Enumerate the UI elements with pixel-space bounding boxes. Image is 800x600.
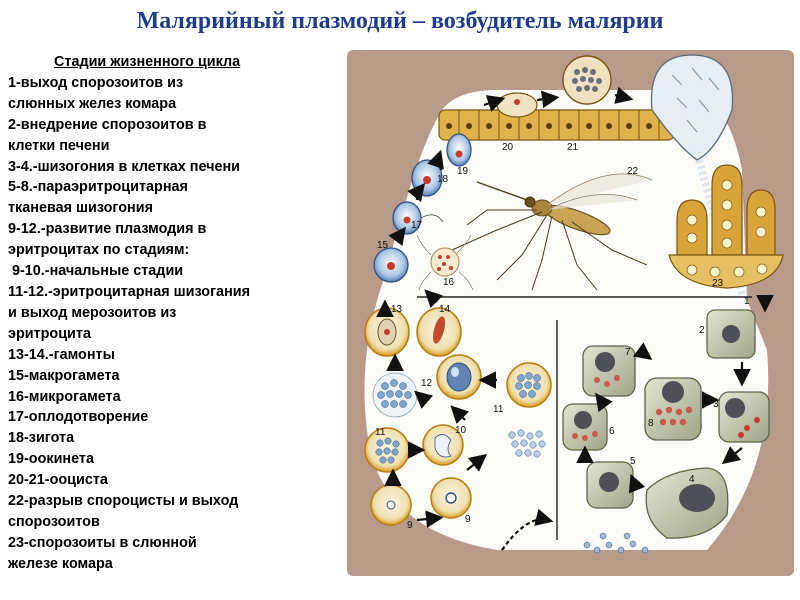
hepatocyte-5 <box>586 461 634 509</box>
legend-line: 22-разрыв спороцисты и выход <box>8 493 239 510</box>
hepatocyte-3 <box>718 391 770 443</box>
legend-line: 18-зигота <box>8 430 75 447</box>
stage-label: 9 <box>407 520 413 531</box>
legend-line: 2-внедрение спорозоитов в <box>8 116 207 133</box>
salivary-gland-23 <box>668 164 784 289</box>
stage-label: 4 <box>689 474 695 485</box>
stage-label: 12 <box>421 378 433 389</box>
trophozoite-10 <box>422 424 464 466</box>
cycle-arrows <box>376 86 774 551</box>
stage-label: 2 <box>699 325 705 336</box>
hepatocyte-4 <box>583 467 729 554</box>
stage-label: 5 <box>630 456 636 467</box>
stage-label: 3 <box>713 399 719 410</box>
stage-label: 11 <box>493 404 504 415</box>
legend-line: 11-12.-эритроцитарная шизогания <box>8 283 250 300</box>
ookinete-19 <box>446 133 472 167</box>
legend-line: 9-12.-развитие плазмодия в <box>8 221 207 238</box>
legend-line: 13-14.-гамонты <box>8 346 115 363</box>
hepatocyte-6 <box>562 403 608 451</box>
hepatocyte-7 <box>582 345 636 397</box>
legend-line: 16-микрогамета <box>8 388 121 405</box>
stage-label: 9 <box>465 514 471 525</box>
legend-line: железе комара <box>8 555 113 572</box>
stage-label: 10 <box>455 425 467 436</box>
legend-line: спорозоитов <box>8 513 100 530</box>
mosquito <box>451 173 653 291</box>
legend-line: слюнных желез комара <box>8 95 177 112</box>
hepatocyte-2 <box>706 309 756 359</box>
life-cycle-figure: 1 2 3 4 5 6 7 8 9 9 10 11 11 12 13 14 15… <box>347 50 794 576</box>
stage-label: 16 <box>443 277 455 288</box>
legend-line: 23-спорозоиты в слюнной <box>8 534 197 551</box>
merozoites-release-12 <box>372 372 418 418</box>
oocyst-21 <box>562 55 612 105</box>
legend-line: 1-выход спорозоитов из <box>8 74 184 91</box>
fertilisation-17 <box>392 201 444 235</box>
stage-label: 23 <box>712 278 724 289</box>
schizont-11 <box>506 362 552 408</box>
schizont-12 <box>436 354 482 400</box>
page-title: Малярийный плазмодий – возбудитель маляр… <box>136 8 664 34</box>
legend-line: клетки печени <box>8 137 110 154</box>
ring-stage-9a <box>370 484 412 526</box>
life-cycle-diagram: 1 2 3 4 5 6 7 8 9 9 10 11 11 12 13 14 15… <box>347 50 794 576</box>
legend-line: 3-4.-шизогония в клетках печени <box>8 158 241 175</box>
stage-label: 20 <box>502 142 514 153</box>
stage-label: 17 <box>411 220 423 231</box>
legend-line: 5-8.-параэритроцитарная <box>8 179 188 196</box>
stage-label: 8 <box>648 418 654 429</box>
legend-line: 19-оокинета <box>8 451 94 468</box>
stage-label: 22 <box>627 166 639 177</box>
stage-label: 19 <box>457 166 469 177</box>
stage-label: 15 <box>377 240 389 251</box>
stage-label: 11 <box>375 427 386 438</box>
midgut-epithelium <box>438 109 675 141</box>
legend-line: и выход мерозоитов из <box>8 304 177 321</box>
stage-labels: 1 2 3 4 5 6 7 8 9 9 10 11 11 12 13 14 15… <box>375 142 750 531</box>
legend-line: тканевая шизогония <box>8 200 153 217</box>
gamont-14 <box>416 307 462 357</box>
stage-label: 7 <box>625 347 631 358</box>
legend-line: эритроцитах по стадиям: <box>8 242 190 259</box>
legend-line: 9-10.-начальные стадии <box>8 263 184 280</box>
legend-line: эритроцита <box>8 325 91 342</box>
hepatocyte-8 <box>644 377 702 441</box>
ring-stage-9b <box>430 477 472 519</box>
oocyst-20 <box>496 92 538 118</box>
merozoites-free-11 <box>508 429 546 458</box>
stage-label: 21 <box>567 142 579 153</box>
trophozoite-11 <box>364 427 410 473</box>
legend-line: 17-оплодотворение <box>8 409 149 426</box>
stage-label: 14 <box>439 304 451 315</box>
microgamete-16 <box>416 234 474 291</box>
legend-line: 15-макрогамета <box>8 367 120 384</box>
legend-line: 20-21-ооциста <box>8 472 108 489</box>
legend-heading: Стадии жизненного цикла <box>54 54 241 70</box>
stage-label: 13 <box>391 304 403 315</box>
stage-label: 1 <box>744 296 750 307</box>
life-cycle-legend: Стадии жизненного цикла 1-выход спорозои… <box>8 52 338 575</box>
stage-label: 6 <box>609 426 615 437</box>
macrogamete-15 <box>373 247 409 283</box>
gamont-13 <box>364 307 410 357</box>
stage-label: 18 <box>437 174 449 185</box>
